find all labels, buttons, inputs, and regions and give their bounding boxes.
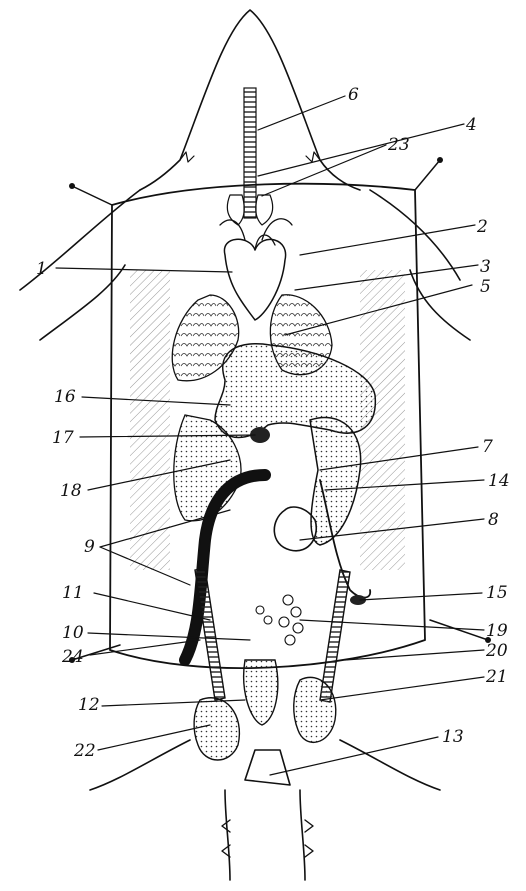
label-7: 7 [482,437,493,457]
label-9: 9 [84,537,95,557]
label-17: 17 [52,428,74,448]
hind-limbs [90,740,440,880]
label-19: 19 [486,621,508,641]
label-12: 12 [78,695,100,715]
label-21: 21 [485,667,508,687]
label-6: 6 [348,85,359,105]
testis-right [294,677,336,742]
great-vessels [220,219,292,250]
label-23: 23 [387,135,410,155]
label-24: 24 [61,647,84,667]
genital-region [245,750,290,785]
fat-body-cluster [256,595,303,645]
testis-left [194,698,239,760]
label-20: 20 [485,641,508,661]
label-1: 1 [36,259,47,279]
duodenum-loop [274,507,316,551]
label-3: 3 [480,257,491,277]
trachea [244,88,256,218]
label-18: 18 [60,481,82,501]
liver [215,344,375,438]
label-16: 16 [54,387,76,407]
label-4: 4 [465,115,477,135]
label-22: 22 [73,741,96,761]
label-10: 10 [62,623,84,643]
label-15: 15 [486,583,508,603]
label-11: 11 [62,583,84,603]
label-14: 14 [488,471,510,491]
bladder [244,660,278,725]
label-5: 5 [480,277,491,297]
label-8: 8 [488,510,499,530]
stomach [310,417,361,545]
body-wall-left [130,270,170,570]
label-2: 2 [476,217,488,237]
label-13: 13 [442,727,464,747]
tail-base [222,820,313,857]
